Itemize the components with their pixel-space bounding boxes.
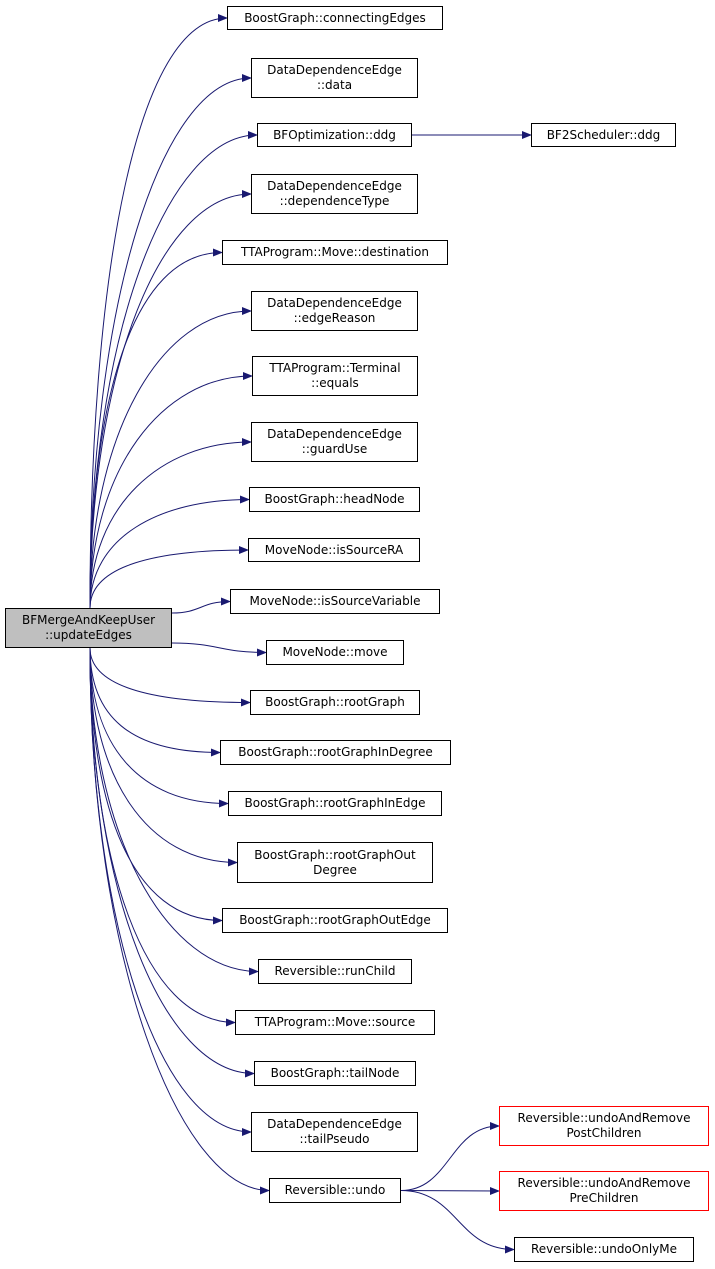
node-label-line: BF2Scheduler::ddg bbox=[546, 127, 661, 142]
node-datadependenceedge-tailpseudo[interactable]: DataDependenceEdge::tailPseudo bbox=[251, 1112, 418, 1152]
node-label-line: BoostGraph::connectingEdges bbox=[244, 10, 426, 25]
node-label-line: MoveNode::move bbox=[282, 645, 388, 659]
node-movenode-move[interactable]: MoveNode::move bbox=[266, 640, 404, 665]
node-label-line: BoostGraph::rootGraphOut bbox=[254, 847, 416, 862]
node-ttaprogram-move-destination[interactable]: TTAProgram::Move::destination bbox=[222, 240, 448, 265]
edge-arrow bbox=[400, 1190, 515, 1254]
node-reversible-undoonlyme[interactable]: Reversible::undoOnlyMe bbox=[514, 1237, 694, 1262]
node-label-line: BoostGraph::rootGraphInDegree bbox=[238, 745, 433, 759]
edge-arrow bbox=[171, 597, 231, 614]
node-label-line: ::updateEdges bbox=[45, 628, 132, 642]
node-label-line: BoostGraph::rootGraphInEdge bbox=[244, 796, 426, 810]
node-boostgraph-rootgraphoutedge[interactable]: BoostGraph::rootGraphOutEdge bbox=[222, 908, 448, 933]
node-label-line: ::guardUse bbox=[301, 442, 368, 456]
edge-arrow bbox=[89, 14, 228, 609]
edge-arrow bbox=[89, 495, 250, 609]
node-label-line: DataDependenceEdge bbox=[267, 63, 402, 77]
node-label-line: MoveNode::isSourceRA bbox=[264, 542, 404, 557]
node-label-line: ::data bbox=[316, 78, 353, 92]
node-label-line: BFMergeAndKeepUser bbox=[21, 613, 156, 627]
node-label-line: DataDependenceEdge bbox=[267, 296, 402, 310]
node-datadependenceedge-guarduse[interactable]: DataDependenceEdge::guardUse bbox=[251, 422, 418, 462]
edge-arrow bbox=[89, 546, 249, 609]
edge-arrow bbox=[89, 372, 253, 609]
edge-arrow bbox=[400, 1122, 500, 1191]
node-label-line: BoostGraph::headNode bbox=[264, 492, 405, 506]
edge-arrow bbox=[89, 647, 270, 1195]
node-boostgraph-rootgraph[interactable]: BoostGraph::rootGraph bbox=[250, 690, 420, 715]
edge-arrow bbox=[89, 248, 223, 609]
node-label-line: Reversible::undoOnlyMe bbox=[531, 1242, 677, 1256]
node-bfoptimization-ddg[interactable]: BFOptimization::ddg bbox=[257, 123, 412, 147]
edge-arrow bbox=[89, 647, 221, 757]
node-label-line: MoveNode::isSourceVariable bbox=[249, 594, 421, 608]
edge-arrow bbox=[89, 647, 238, 867]
edge-arrow bbox=[89, 647, 223, 925]
node-label-line: ::equals bbox=[311, 376, 359, 390]
edge-arrow bbox=[89, 190, 252, 609]
edge-arrow bbox=[89, 307, 252, 609]
edge-arrow bbox=[89, 647, 251, 707]
edge-arrow bbox=[171, 642, 267, 657]
node-label-line: DataDependenceEdge bbox=[267, 1117, 402, 1131]
node-label-line: DataDependenceEdge bbox=[267, 179, 402, 193]
node-boostgraph-rootgraphindegree[interactable]: BoostGraph::rootGraphInDegree bbox=[220, 740, 451, 765]
node-reversible-runchild[interactable]: Reversible::runChild bbox=[258, 959, 412, 984]
node-label-line: ::edgeReason bbox=[293, 311, 376, 325]
node-label-line: BFOptimization::ddg bbox=[273, 127, 396, 142]
edge-arrow bbox=[400, 1186, 500, 1195]
node-label-line: TTAProgram::Terminal bbox=[269, 361, 401, 375]
node-bf2scheduler-ddg[interactable]: BF2Scheduler::ddg bbox=[531, 123, 676, 147]
node-reversible-undo[interactable]: Reversible::undo bbox=[269, 1178, 401, 1203]
node-label-line: BoostGraph::tailNode bbox=[270, 1066, 400, 1080]
edge-arrow bbox=[89, 131, 258, 609]
edge-arrow bbox=[89, 74, 252, 609]
node-label-line: DataDependenceEdge bbox=[267, 427, 402, 441]
node-label-line: BoostGraph::rootGraph bbox=[265, 695, 405, 709]
node-boostgraph-rootgraphinedge[interactable]: BoostGraph::rootGraphInEdge bbox=[228, 791, 442, 816]
node-label-line: Reversible::undo bbox=[284, 1183, 386, 1197]
node-boostgraph-connectingedges[interactable]: BoostGraph::connectingEdges bbox=[227, 6, 443, 30]
edge-arrow bbox=[89, 647, 255, 1078]
node-label-line: Reversible::undoAndRemove bbox=[517, 1111, 691, 1125]
node-label-line: PostChildren bbox=[566, 1126, 642, 1140]
node-datadependenceedge-data[interactable]: DataDependenceEdge::data bbox=[251, 58, 418, 98]
node-label-line: ::tailPseudo bbox=[299, 1132, 370, 1146]
edge-arrow bbox=[89, 647, 236, 1027]
node-boostgraph-tailnode[interactable]: BoostGraph::tailNode bbox=[254, 1061, 416, 1086]
node-label-line: Reversible::runChild bbox=[274, 964, 396, 978]
node-label-line: Reversible::undoAndRemove bbox=[517, 1176, 691, 1190]
node-datadependenceedge-dependencetype[interactable]: DataDependenceEdge::dependenceType bbox=[251, 174, 418, 214]
node-movenode-issourcera[interactable]: MoveNode::isSourceRA bbox=[248, 538, 420, 562]
node-ttaprogram-terminal-equals[interactable]: TTAProgram::Terminal::equals bbox=[252, 356, 418, 396]
node-label-line: ::dependenceType bbox=[279, 194, 390, 208]
node-ttaprogram-move-source[interactable]: TTAProgram::Move::source bbox=[235, 1010, 435, 1035]
node-label-line: TTAProgram::Move::source bbox=[254, 1015, 416, 1029]
edge-arrow bbox=[89, 647, 252, 1136]
node-label-line: PreChildren bbox=[569, 1191, 639, 1205]
edge-arrow bbox=[89, 647, 259, 976]
edge-arrow bbox=[89, 438, 252, 609]
node-label-line: Degree bbox=[313, 862, 357, 877]
root-node-bfmergeandkeepuser-updateedges: BFMergeAndKeepUser::updateEdges bbox=[5, 608, 172, 648]
node-label-line: TTAProgram::Move::destination bbox=[241, 245, 429, 259]
edge-arrow bbox=[89, 647, 229, 808]
node-label-line: BoostGraph::rootGraphOutEdge bbox=[239, 913, 431, 927]
node-boostgraph-headnode[interactable]: BoostGraph::headNode bbox=[249, 487, 420, 512]
node-datadependenceedge-edgereason[interactable]: DataDependenceEdge::edgeReason bbox=[251, 291, 418, 331]
node-movenode-issourcevariable[interactable]: MoveNode::isSourceVariable bbox=[230, 589, 440, 614]
